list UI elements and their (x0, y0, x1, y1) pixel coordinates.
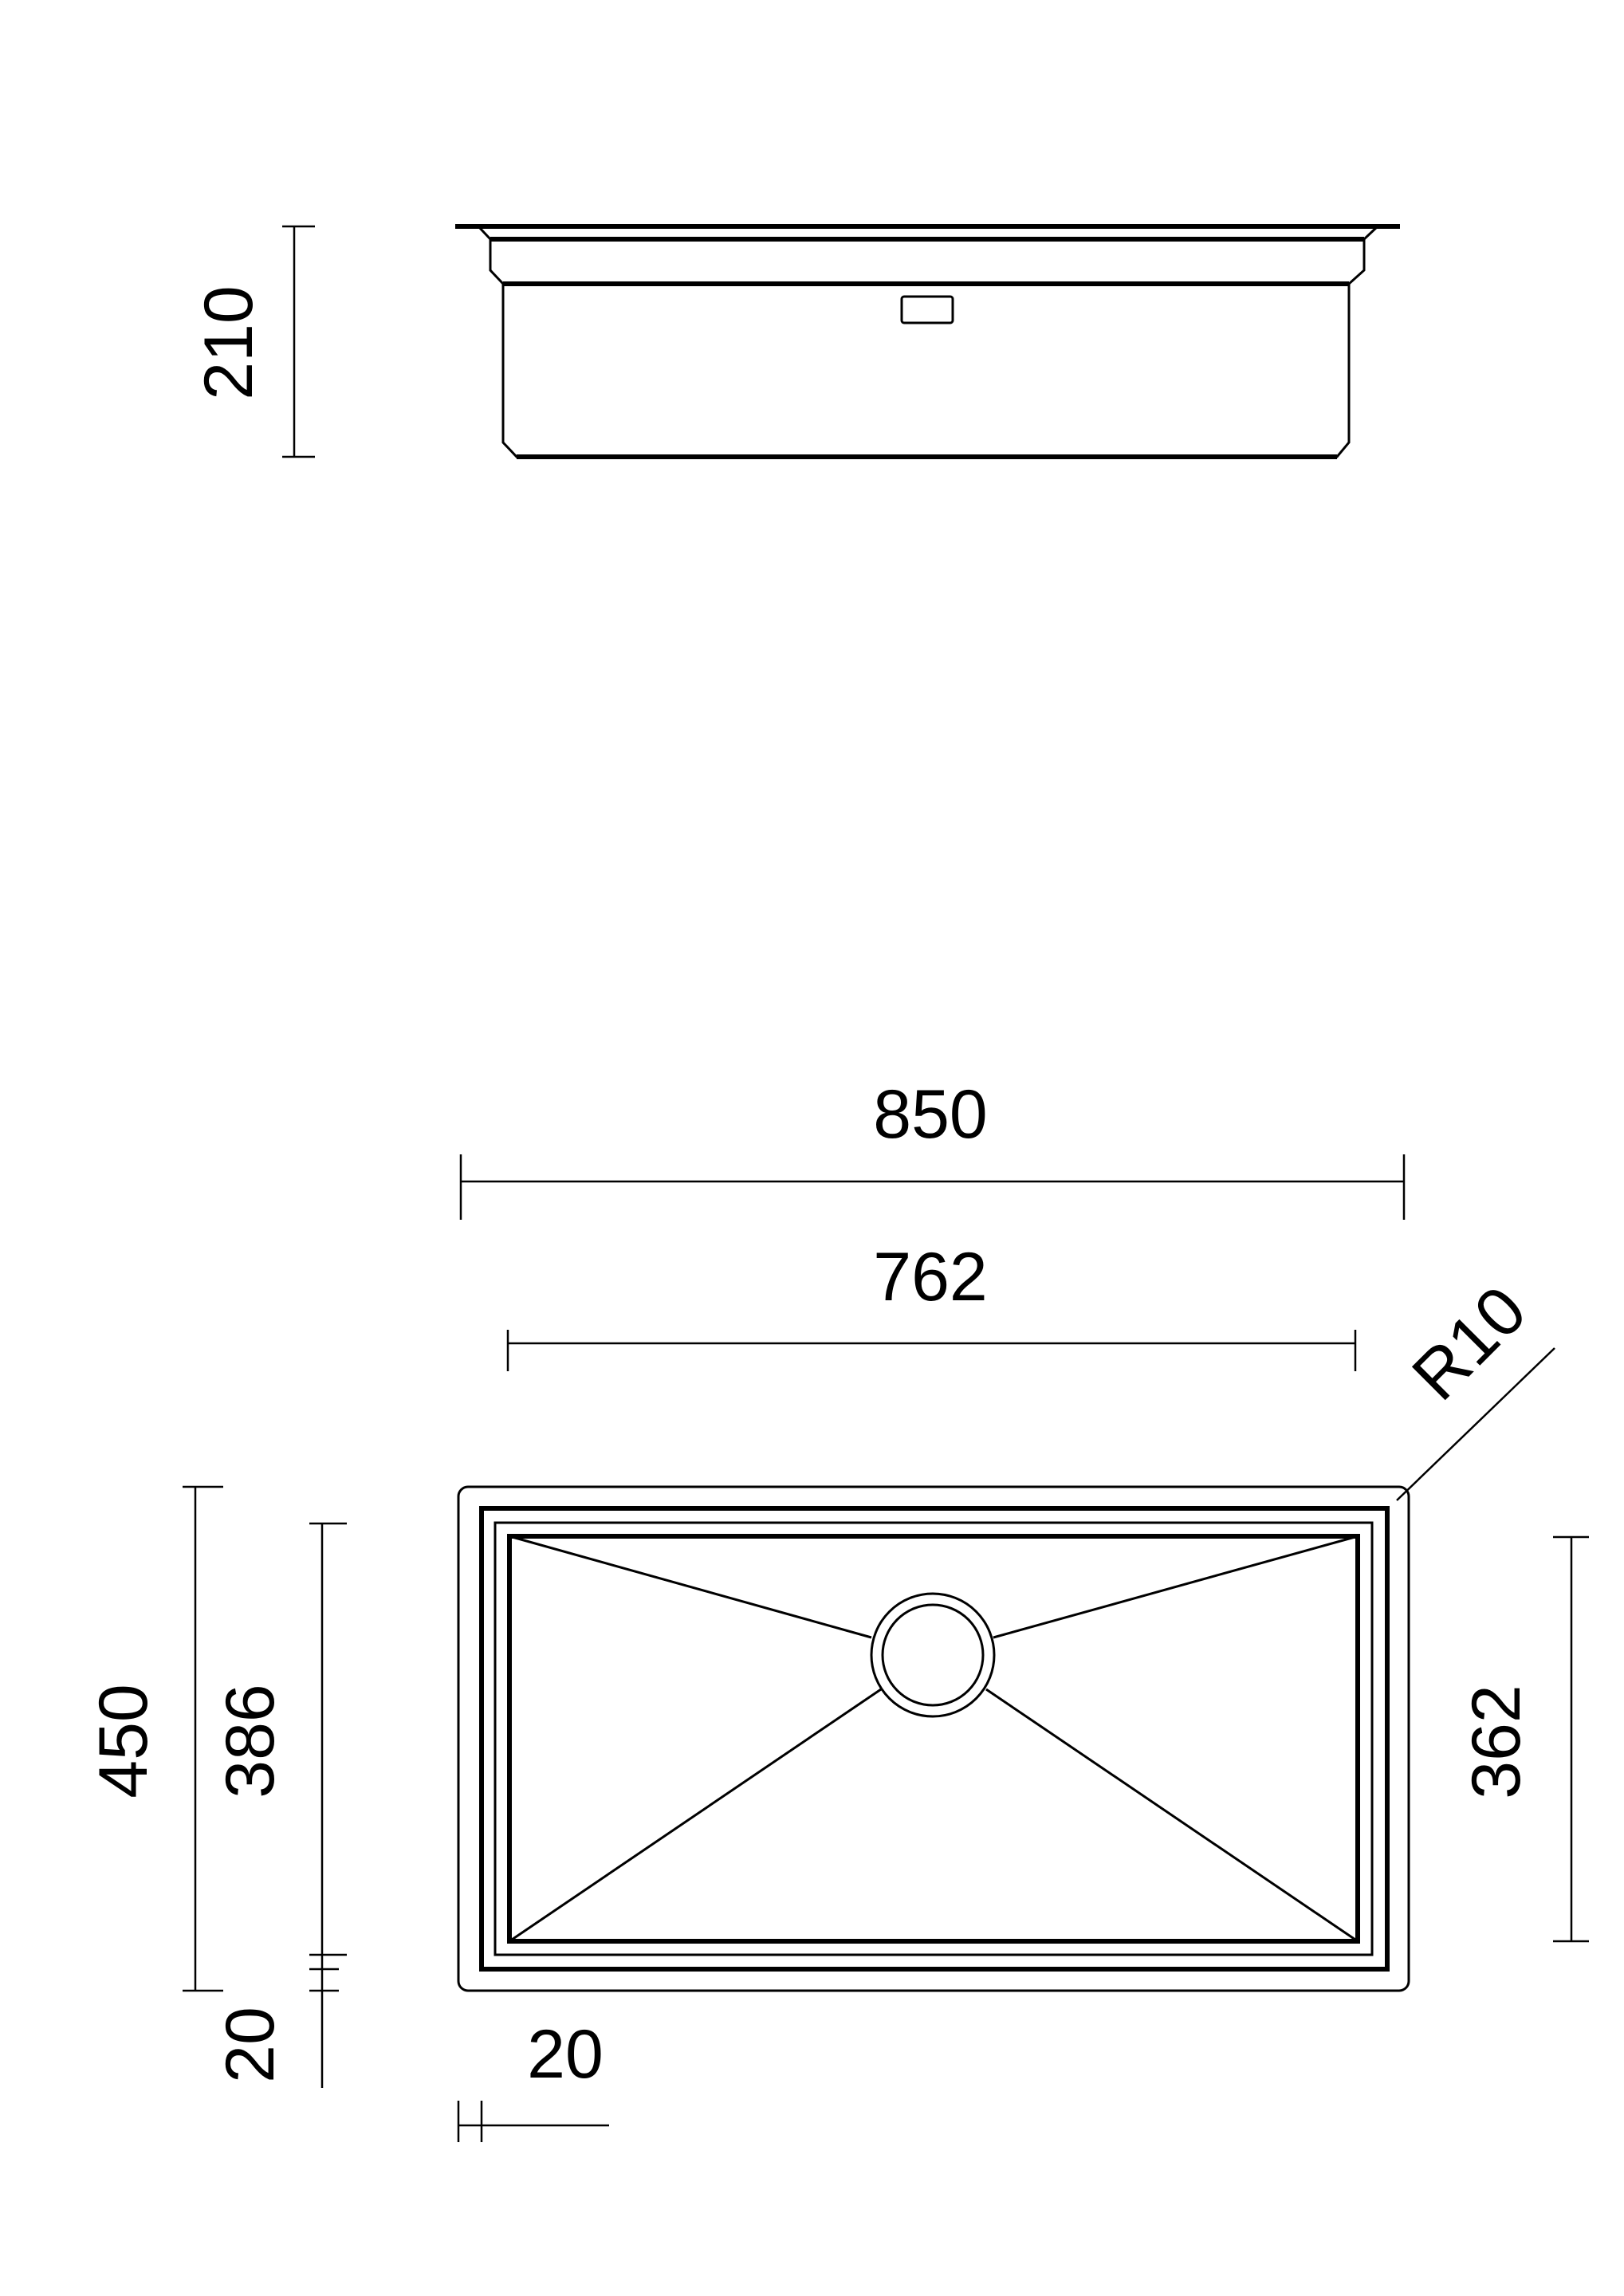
outer-rim (457, 1485, 1410, 1992)
bowl-inner-edge (507, 1534, 1360, 1944)
dimension-r10: R10 (1396, 1272, 1555, 1501)
drain-inner (881, 1603, 985, 1707)
side-view: 210 (191, 224, 1400, 459)
corner-radius-label: R10 (1398, 1272, 1540, 1414)
flange-outline (479, 1506, 1390, 1972)
fold-line (985, 1688, 1359, 1943)
rim-bottom-label: 20 (212, 2007, 289, 2083)
height-label: 210 (191, 285, 267, 400)
dimension-386: 386 (212, 1522, 347, 1956)
bowl-outer-depth-label: 386 (212, 1684, 289, 1799)
fold-line (509, 1535, 872, 1639)
bowl-depth-label: 362 (1458, 1685, 1535, 1799)
dimension-210: 210 (191, 225, 315, 458)
plan-view: 850 762 R10 450 386 20 (85, 1076, 1589, 2142)
drain-outer (870, 1592, 996, 1718)
dimension-850: 850 (459, 1076, 1406, 1220)
bowl-profile (477, 225, 1379, 458)
overall-depth-label: 450 (85, 1684, 162, 1799)
fold-line (509, 1688, 882, 1943)
bowl-outer-edge (493, 1521, 1374, 1956)
dimension-362: 362 (1458, 1535, 1589, 1943)
dimension-450: 450 (85, 1485, 223, 1992)
dimension-20-vertical: 20 (212, 1955, 339, 2088)
overall-width-label: 850 (873, 1076, 988, 1153)
fold-line (993, 1535, 1359, 1639)
overflow-slot (900, 295, 954, 324)
dimension-20-horizontal: 20 (457, 2016, 609, 2142)
rim-side-label: 20 (527, 2016, 604, 2093)
bowl-width-label: 762 (873, 1239, 988, 1315)
dimension-762: 762 (506, 1239, 1357, 1371)
